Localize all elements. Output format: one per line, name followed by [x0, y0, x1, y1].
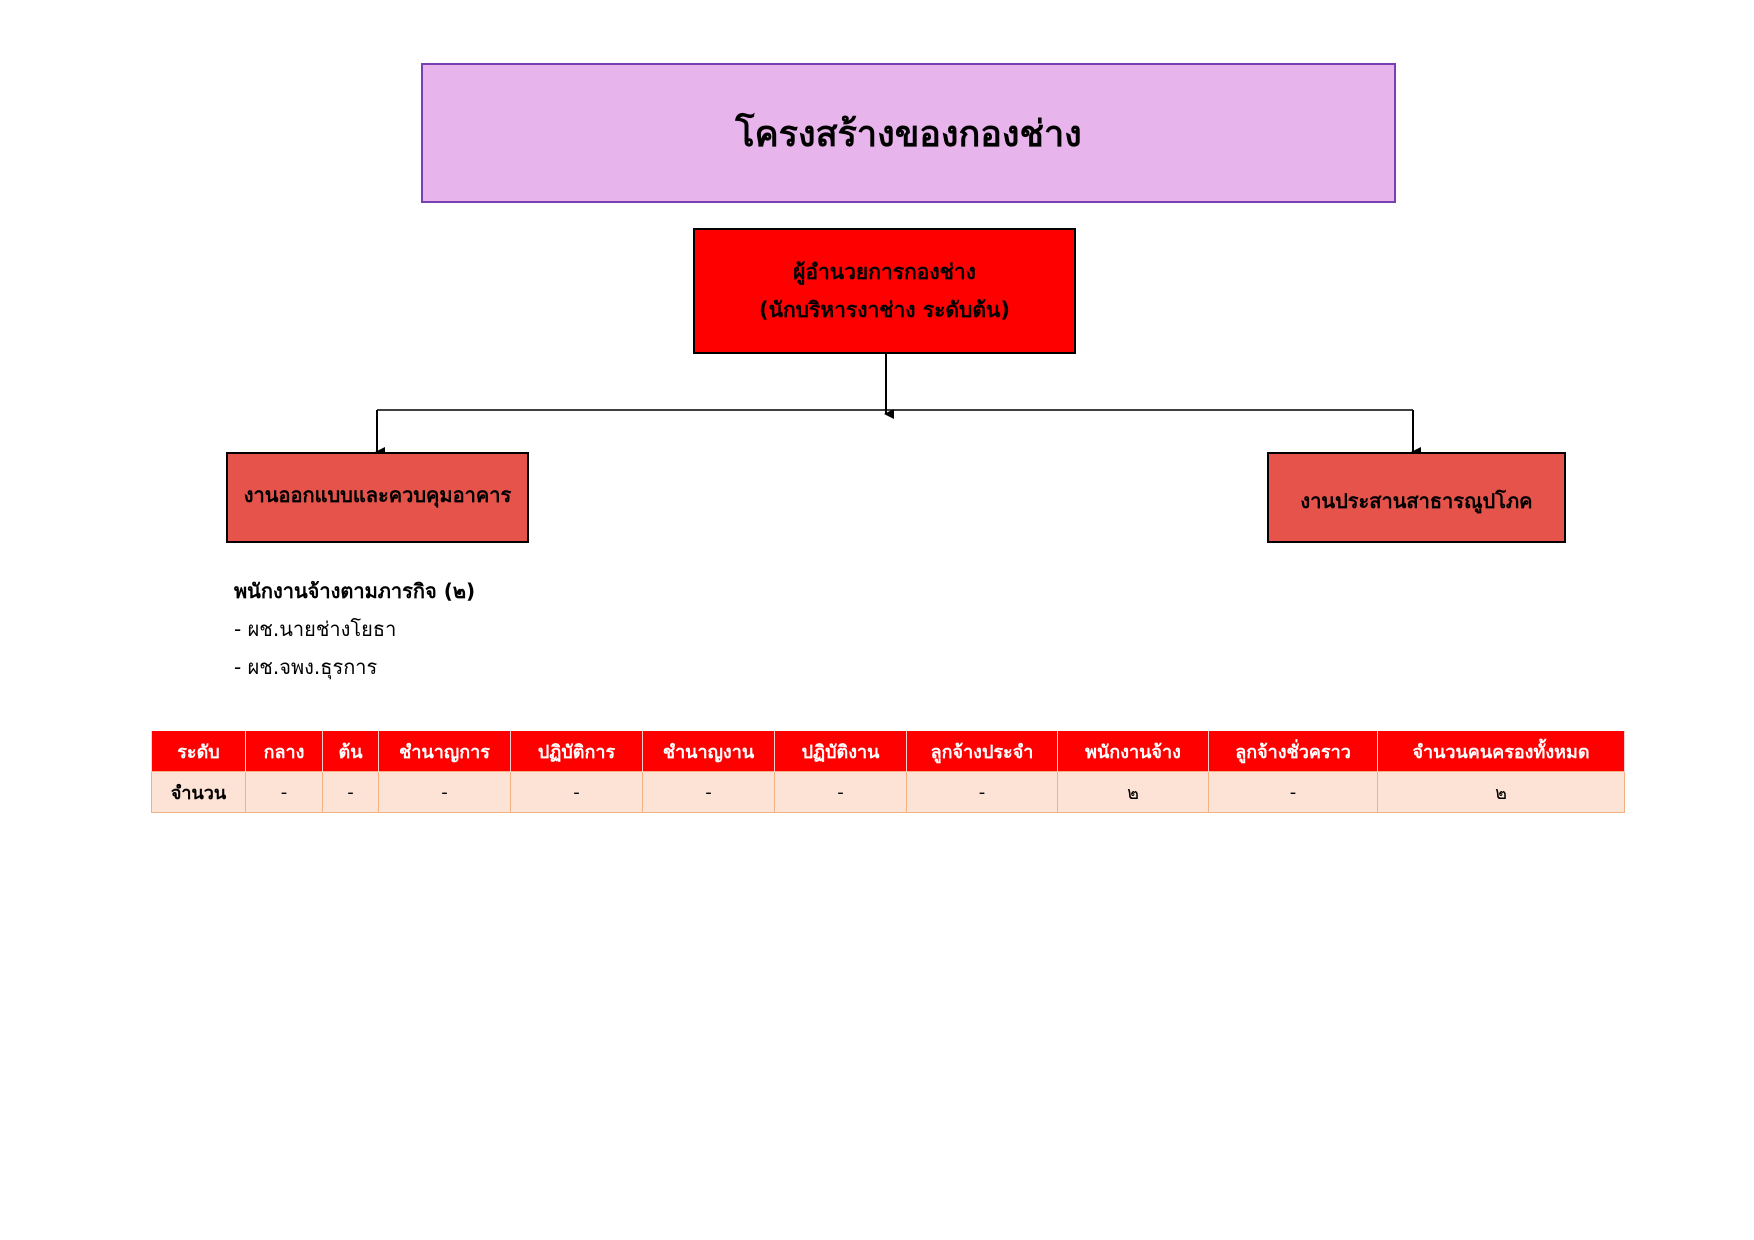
table-header-cell: กลาง: [245, 731, 323, 772]
table-cell: -: [1208, 771, 1378, 813]
director-rank: (นักบริหารงาช่าง ระดับต้น): [759, 298, 1010, 322]
personnel-count-table: ระดับ กลาง ต้น ชำนาญการ ปฏิบัติการ ชำนาญ…: [151, 731, 1625, 813]
table-header-row: ระดับ กลาง ต้น ชำนาญการ ปฏิบัติการ ชำนาญ…: [151, 731, 1625, 772]
staff-item: - ผช.จพง.ธุรการ: [234, 655, 378, 679]
table-header-cell: ระดับ: [151, 731, 246, 772]
chart-title-text: โครงสร้างของกองช่าง: [735, 113, 1082, 155]
table-header-cell: พนักงานจ้าง: [1057, 731, 1209, 772]
table-cell: -: [774, 771, 907, 813]
staff-heading: พนักงานจ้างตามภารกิจ (๒): [234, 579, 476, 603]
chart-title: โครงสร้างของกองช่าง: [421, 63, 1396, 203]
table-cell: ๒: [1377, 771, 1625, 813]
director-title: ผู้อำนวยการกองช่าง: [793, 260, 976, 284]
table-cell: -: [322, 771, 379, 813]
unit-right-label: งานประสานสาธารณูปโภค: [1300, 488, 1533, 513]
table-header-cell: จำนวนคนครองทั้งหมด: [1377, 731, 1625, 772]
director-node: ผู้อำนวยการกองช่าง (นักบริหารงาช่าง ระดั…: [693, 228, 1076, 354]
table-header-cell: ชำนาญการ: [378, 731, 511, 772]
staff-item: - ผช.นายช่างโยธา: [234, 617, 397, 641]
table-header-cell: ลูกจ้างชั่วคราว: [1208, 731, 1378, 772]
staff-list: พนักงานจ้างตามภารกิจ (๒) - ผช.นายช่างโยธ…: [234, 572, 475, 686]
table-cell: -: [906, 771, 1058, 813]
table-header-cell: ปฏิบัติงาน: [774, 731, 907, 772]
unit-node-design-control: งานออกแบบและควบคุมอาคาร: [226, 452, 529, 543]
table-header-cell: ชำนาญงาน: [642, 731, 775, 772]
table-header-cell: ปฏิบัติการ: [510, 731, 643, 772]
table-cell: -: [642, 771, 775, 813]
table-cell: -: [510, 771, 643, 813]
unit-left-label: งานออกแบบและควบคุมอาคาร: [243, 482, 512, 507]
table-header-cell: ลูกจ้างประจำ: [906, 731, 1058, 772]
table-row-label: จำนวน: [151, 771, 246, 813]
table-row: จำนวน - - - - - - - ๒ - ๒: [151, 771, 1625, 813]
unit-node-utilities: งานประสานสาธารณูปโภค: [1267, 452, 1566, 543]
table-cell: -: [378, 771, 511, 813]
table-header-cell: ต้น: [322, 731, 379, 772]
table-cell: -: [245, 771, 323, 813]
table-cell: ๒: [1057, 771, 1209, 813]
